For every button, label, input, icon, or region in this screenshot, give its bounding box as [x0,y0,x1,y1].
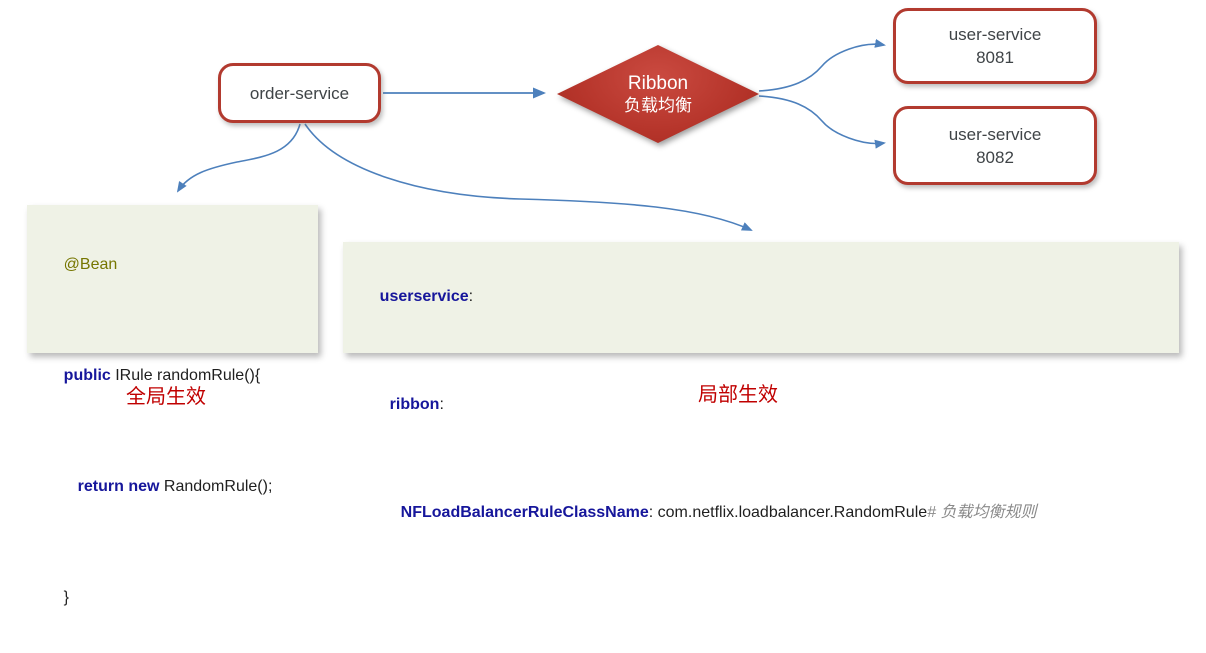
ribbon-load-balancing-diagram: order-service Ribbon 负载均衡 user-service 8… [27,8,1179,606]
java-annotation-token: @Bean [63,256,118,273]
yaml-key-token: userservice [379,288,469,305]
code-line: @Bean [37,209,318,320]
yaml-key-token: ribbon [389,396,440,413]
yaml-colon-token: : [468,288,474,305]
ribbon-diamond-title: Ribbon [627,72,689,94]
global-effect-label: 全局生效 [126,386,206,408]
user-service-2-port: 8082 [976,147,1014,167]
java-code-token: RandomRule(); [163,478,273,495]
ribbon-diamond-subtitle: 负载均衡 [624,95,692,115]
arrow-order-to-java-config [176,123,301,193]
yaml-value-token: : com.netflix.loadbalancer.RandomRule [648,504,928,521]
java-config-code-block: @Bean public IRule randomRule(){ return … [27,205,318,606]
ribbon-diamond-node: Ribbon 负载均衡 [557,45,759,143]
arrow-ribbon-to-user2 [758,95,886,149]
order-service-node: order-service [218,63,381,123]
code-line: return new RandomRule(); [37,431,318,542]
yaml-colon-token: : [439,396,444,413]
order-service-label: order-service [249,83,350,103]
yaml-key-token: NFLoadBalancerRuleClassName [400,504,649,521]
code-line: } [37,542,318,653]
user-service-8081-node: user-service 8081 [893,8,1097,84]
java-keyword-token: return new [77,478,164,495]
yaml-comment-token: # 负载均衡规则 [927,504,1037,521]
user-service-1-port: 8081 [976,48,1014,67]
user-service-8082-node: user-service 8082 [893,106,1097,185]
user-service-1-name: user-service [948,25,1042,44]
user-service-2-name: user-service [948,124,1042,144]
code-line: NFLoadBalancerRuleClassName: com.netflix… [353,459,1179,567]
java-code-token: } [63,589,70,606]
code-line: userservice: [353,243,1179,351]
java-keyword-token: public [63,367,116,384]
yaml-config-code-block: userservice: ribbon: NFLoadBalancerRuleC… [343,242,1179,521]
local-effect-label: 局部生效 [698,384,778,406]
java-code-token: IRule randomRule(){ [115,367,261,384]
code-line: ribbon: [353,351,1179,459]
arrow-ribbon-to-user1 [758,38,886,92]
code-line: public IRule randomRule(){ [37,320,318,431]
ribbon-diamond-shape: Ribbon 负载均衡 [557,45,759,143]
